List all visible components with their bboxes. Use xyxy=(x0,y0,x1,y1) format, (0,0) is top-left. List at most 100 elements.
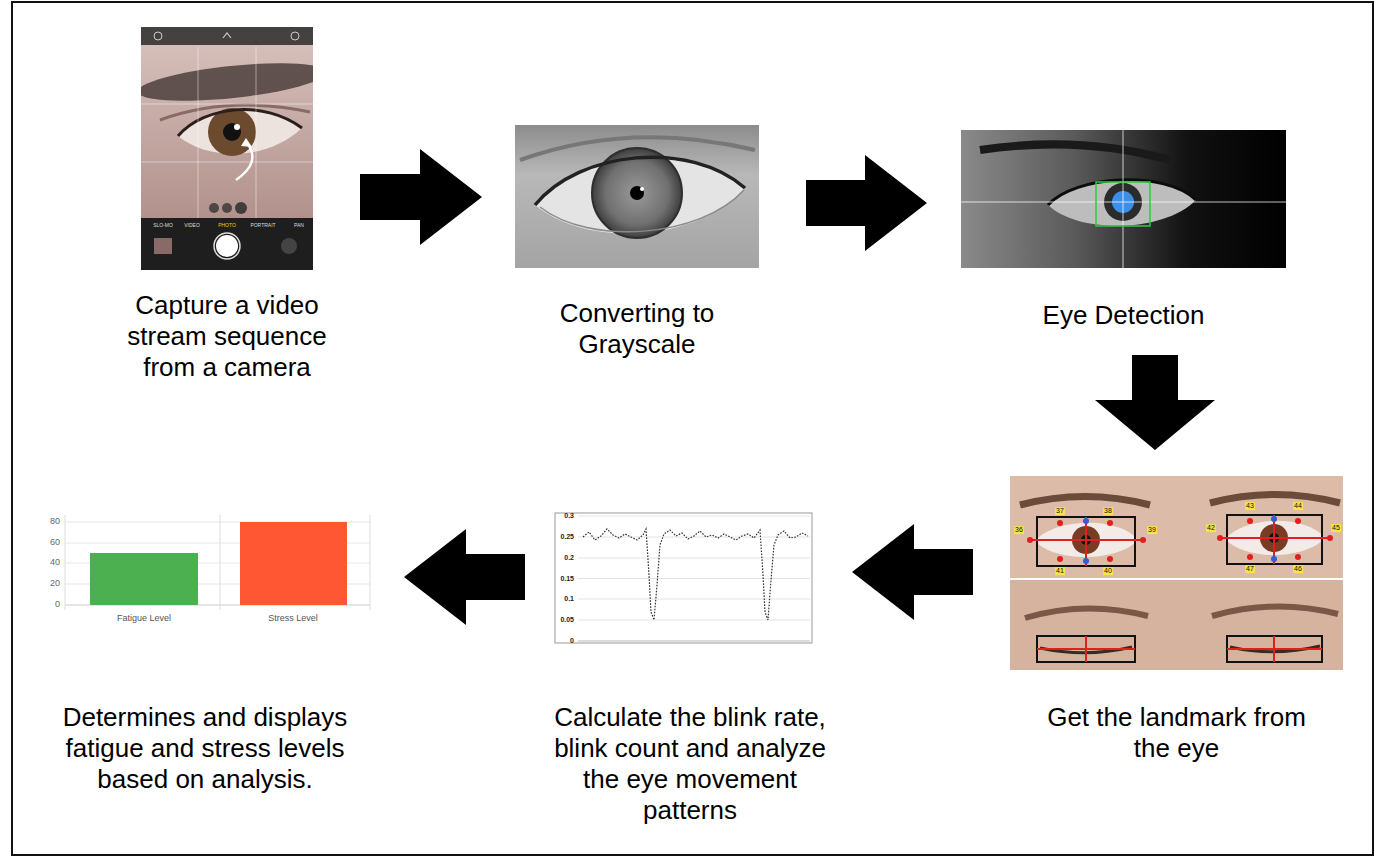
blink-line-chart-part xyxy=(578,620,810,621)
phone-camera-picture-part xyxy=(154,32,162,40)
step-caption: Converting to Grayscale xyxy=(537,298,737,360)
phone-camera-picture-part xyxy=(141,27,313,45)
phone-camera-picture-part xyxy=(256,47,257,218)
landmark-number: 41 xyxy=(1055,567,1065,575)
eye-detection-picture-part xyxy=(961,130,1286,268)
level-bar-chart-part xyxy=(240,522,347,605)
phone-camera-picture-part xyxy=(223,123,241,141)
eye-landmark-picture-part xyxy=(1295,518,1301,524)
phone-camera-picture-part xyxy=(209,203,219,213)
landmark-number: 40 xyxy=(1103,567,1113,575)
axis-tick: 0 xyxy=(55,600,60,610)
eye-landmark-picture-part xyxy=(1057,556,1063,562)
grayscale-eye-picture xyxy=(515,125,759,268)
eye-landmark-picture-part xyxy=(1217,535,1223,541)
axis-tick: 40 xyxy=(50,558,60,568)
eye-landmark-picture-part xyxy=(1107,556,1113,562)
process-step: Eye Detection xyxy=(961,130,1286,331)
axis-tick: 80 xyxy=(50,517,60,527)
grayscale-eye-picture-part xyxy=(630,186,644,200)
eye-landmark-picture-part xyxy=(1037,636,1135,662)
eye-detection-picture-part xyxy=(961,130,1286,268)
eye-landmark-picture-part xyxy=(1140,537,1146,543)
axis-tick: 0.25 xyxy=(560,533,574,541)
eye-landmark-picture-part xyxy=(1327,535,1333,541)
phone-camera-picture-part xyxy=(198,47,199,218)
label-mode-text: PHOTO xyxy=(218,223,236,229)
landmark-number: 47 xyxy=(1245,565,1255,573)
blink-line-chart-part xyxy=(578,599,810,600)
label-mode-text: PAN xyxy=(294,223,304,229)
eye-landmark-picture-part xyxy=(1227,636,1322,662)
eye-landmark-picture-part xyxy=(1247,518,1253,524)
eye-landmark-picture-part xyxy=(1010,578,1343,580)
block-arrow xyxy=(1095,355,1215,450)
process-step: Capture a video stream sequence from a c… xyxy=(100,27,354,383)
eye-landmark-picture-part xyxy=(1107,520,1113,526)
grayscale-eye-picture-part xyxy=(515,125,759,268)
phone-camera-picture-part xyxy=(241,138,252,147)
eye-landmark-picture-part xyxy=(1271,556,1277,562)
landmark-number: 42 xyxy=(1206,524,1216,532)
blink-line-chart-part xyxy=(578,641,810,642)
blink-line-chart-part xyxy=(578,578,810,579)
grayscale-eye-picture-part xyxy=(640,187,644,191)
axis-tick: 60 xyxy=(50,538,60,548)
eye-landmark-picture-part xyxy=(1010,580,1343,670)
axis-tick: 0.3 xyxy=(564,512,574,520)
blink-line-chart xyxy=(555,513,812,643)
eye-landmark-picture-part xyxy=(1247,554,1253,560)
landmark-number: 36 xyxy=(1014,526,1024,534)
landmark-number: 37 xyxy=(1055,507,1065,515)
eye-landmark-picture-part xyxy=(1212,606,1338,616)
level-bar-chart-part xyxy=(90,553,198,605)
step-caption: Capture a video stream sequence from a c… xyxy=(107,290,347,383)
eye-landmark-picture-part xyxy=(1210,495,1340,504)
axis-tick: 0.15 xyxy=(560,575,574,583)
eye-landmark-picture-part xyxy=(1273,636,1275,662)
eye-landmark-picture-part xyxy=(1027,537,1033,543)
level-bar-chart xyxy=(65,515,370,610)
label-mode-text: VIDEO xyxy=(184,223,200,229)
phone-camera-picture-part xyxy=(234,124,240,130)
landmark-number: 39 xyxy=(1147,526,1157,534)
phone-camera-picture-part xyxy=(281,238,297,254)
landmark-number: 46 xyxy=(1293,565,1303,573)
axis-tick: 0.1 xyxy=(564,595,574,603)
process-step: Calculate the blink rate, blink count an… xyxy=(540,513,840,826)
eye-detection-picture-part xyxy=(1096,182,1150,226)
process-step: Get the landmark from the eye xyxy=(1010,476,1343,764)
landmark-number: 45 xyxy=(1331,524,1341,532)
grayscale-eye-picture-part xyxy=(540,190,744,232)
block-arrow xyxy=(360,149,482,245)
eye-detection-picture-part xyxy=(1048,180,1196,226)
eye-landmark-picture-part xyxy=(1083,518,1089,524)
frame-border xyxy=(12,2,1373,855)
axis-tick: 0.05 xyxy=(560,616,574,624)
phone-camera-picture xyxy=(141,27,313,270)
level-bar-chart-part xyxy=(65,515,66,610)
label-mode-text: PORTRAIT xyxy=(250,223,275,229)
phone-camera-picture-part xyxy=(141,104,313,105)
step-caption: Eye Detection xyxy=(974,300,1274,331)
eye-landmark-picture-part xyxy=(1025,608,1148,618)
landmark-number: 44 xyxy=(1293,502,1303,510)
phone-camera-picture-part xyxy=(291,32,299,40)
eye-landmark-picture-part xyxy=(1271,516,1277,522)
eye-landmark-picture-part xyxy=(1083,558,1089,564)
eye-detection-picture xyxy=(961,130,1286,268)
step-caption: Determines and displays fatigue and stre… xyxy=(40,702,370,795)
eye-landmark-picture-part xyxy=(1010,476,1343,578)
phone-camera-picture-part xyxy=(141,218,313,270)
block-arrow xyxy=(852,524,973,620)
eye-landmark-picture-part xyxy=(1227,515,1322,564)
phone-camera-picture-part xyxy=(235,202,247,214)
blink-line-chart-part xyxy=(555,513,812,643)
process-step: Converting to Grayscale xyxy=(515,125,759,360)
phone-camera-picture-part xyxy=(216,235,238,257)
eye-landmark-picture-part xyxy=(1295,554,1301,560)
blink-line-chart-part xyxy=(578,516,810,517)
blink-line-chart-part xyxy=(578,558,810,559)
label-mode-text: SLO-MO xyxy=(153,223,173,229)
